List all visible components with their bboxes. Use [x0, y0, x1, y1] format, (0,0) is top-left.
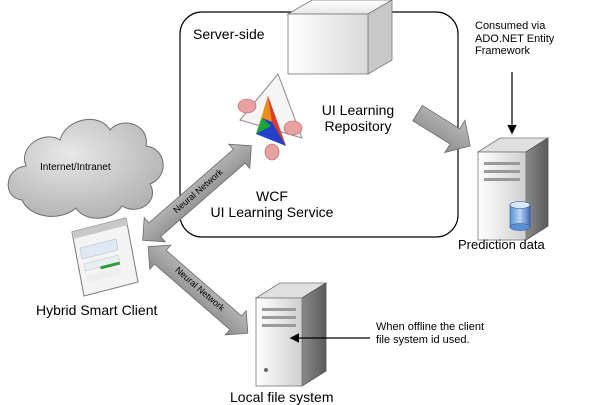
repository-label-line2: Repository: [324, 118, 392, 135]
consumed-via-note: Consumed via ADO.NET Entity Framework: [475, 20, 554, 58]
repository-box-icon: [286, 0, 393, 75]
upper-neural-network-arrow: [142, 143, 252, 243]
smart-client-window-icon: [71, 217, 139, 297]
consumed-note-line2: ADO.NET Entity: [475, 32, 555, 45]
wcf-label: WCF UI Learning Service: [197, 188, 347, 220]
wcf-service-icon: [237, 73, 303, 161]
lower-neural-network-arrow: [147, 244, 249, 336]
wcf-label-line1: WCF: [256, 188, 288, 204]
repository-label: UI Learning Repository: [306, 102, 410, 134]
local-file-system-label: Local file system: [230, 389, 334, 405]
repository-label-line1: UI Learning: [321, 102, 395, 118]
wcf-label-line2: UI Learning Service: [210, 204, 334, 221]
server-side-title: Server-side: [193, 26, 265, 42]
internet-cloud-icon: [7, 119, 164, 219]
consumed-note-line3: Framework: [475, 45, 531, 58]
prediction-server-icon: [476, 137, 550, 241]
consumed-note-line1: Consumed via: [475, 20, 546, 32]
offline-note: When offline the client file system id u…: [376, 321, 484, 346]
hybrid-smart-client-label: Hybrid Smart Client: [36, 302, 158, 318]
offline-note-line2: file system id used.: [376, 333, 470, 346]
offline-note-line1: When offline the client: [376, 321, 485, 333]
local-server-icon: [254, 282, 328, 387]
cloud-label: Internet/Intranet: [40, 162, 111, 173]
prediction-data-label: Prediction data: [458, 237, 545, 252]
repository-to-prediction-arrow: [412, 104, 471, 154]
